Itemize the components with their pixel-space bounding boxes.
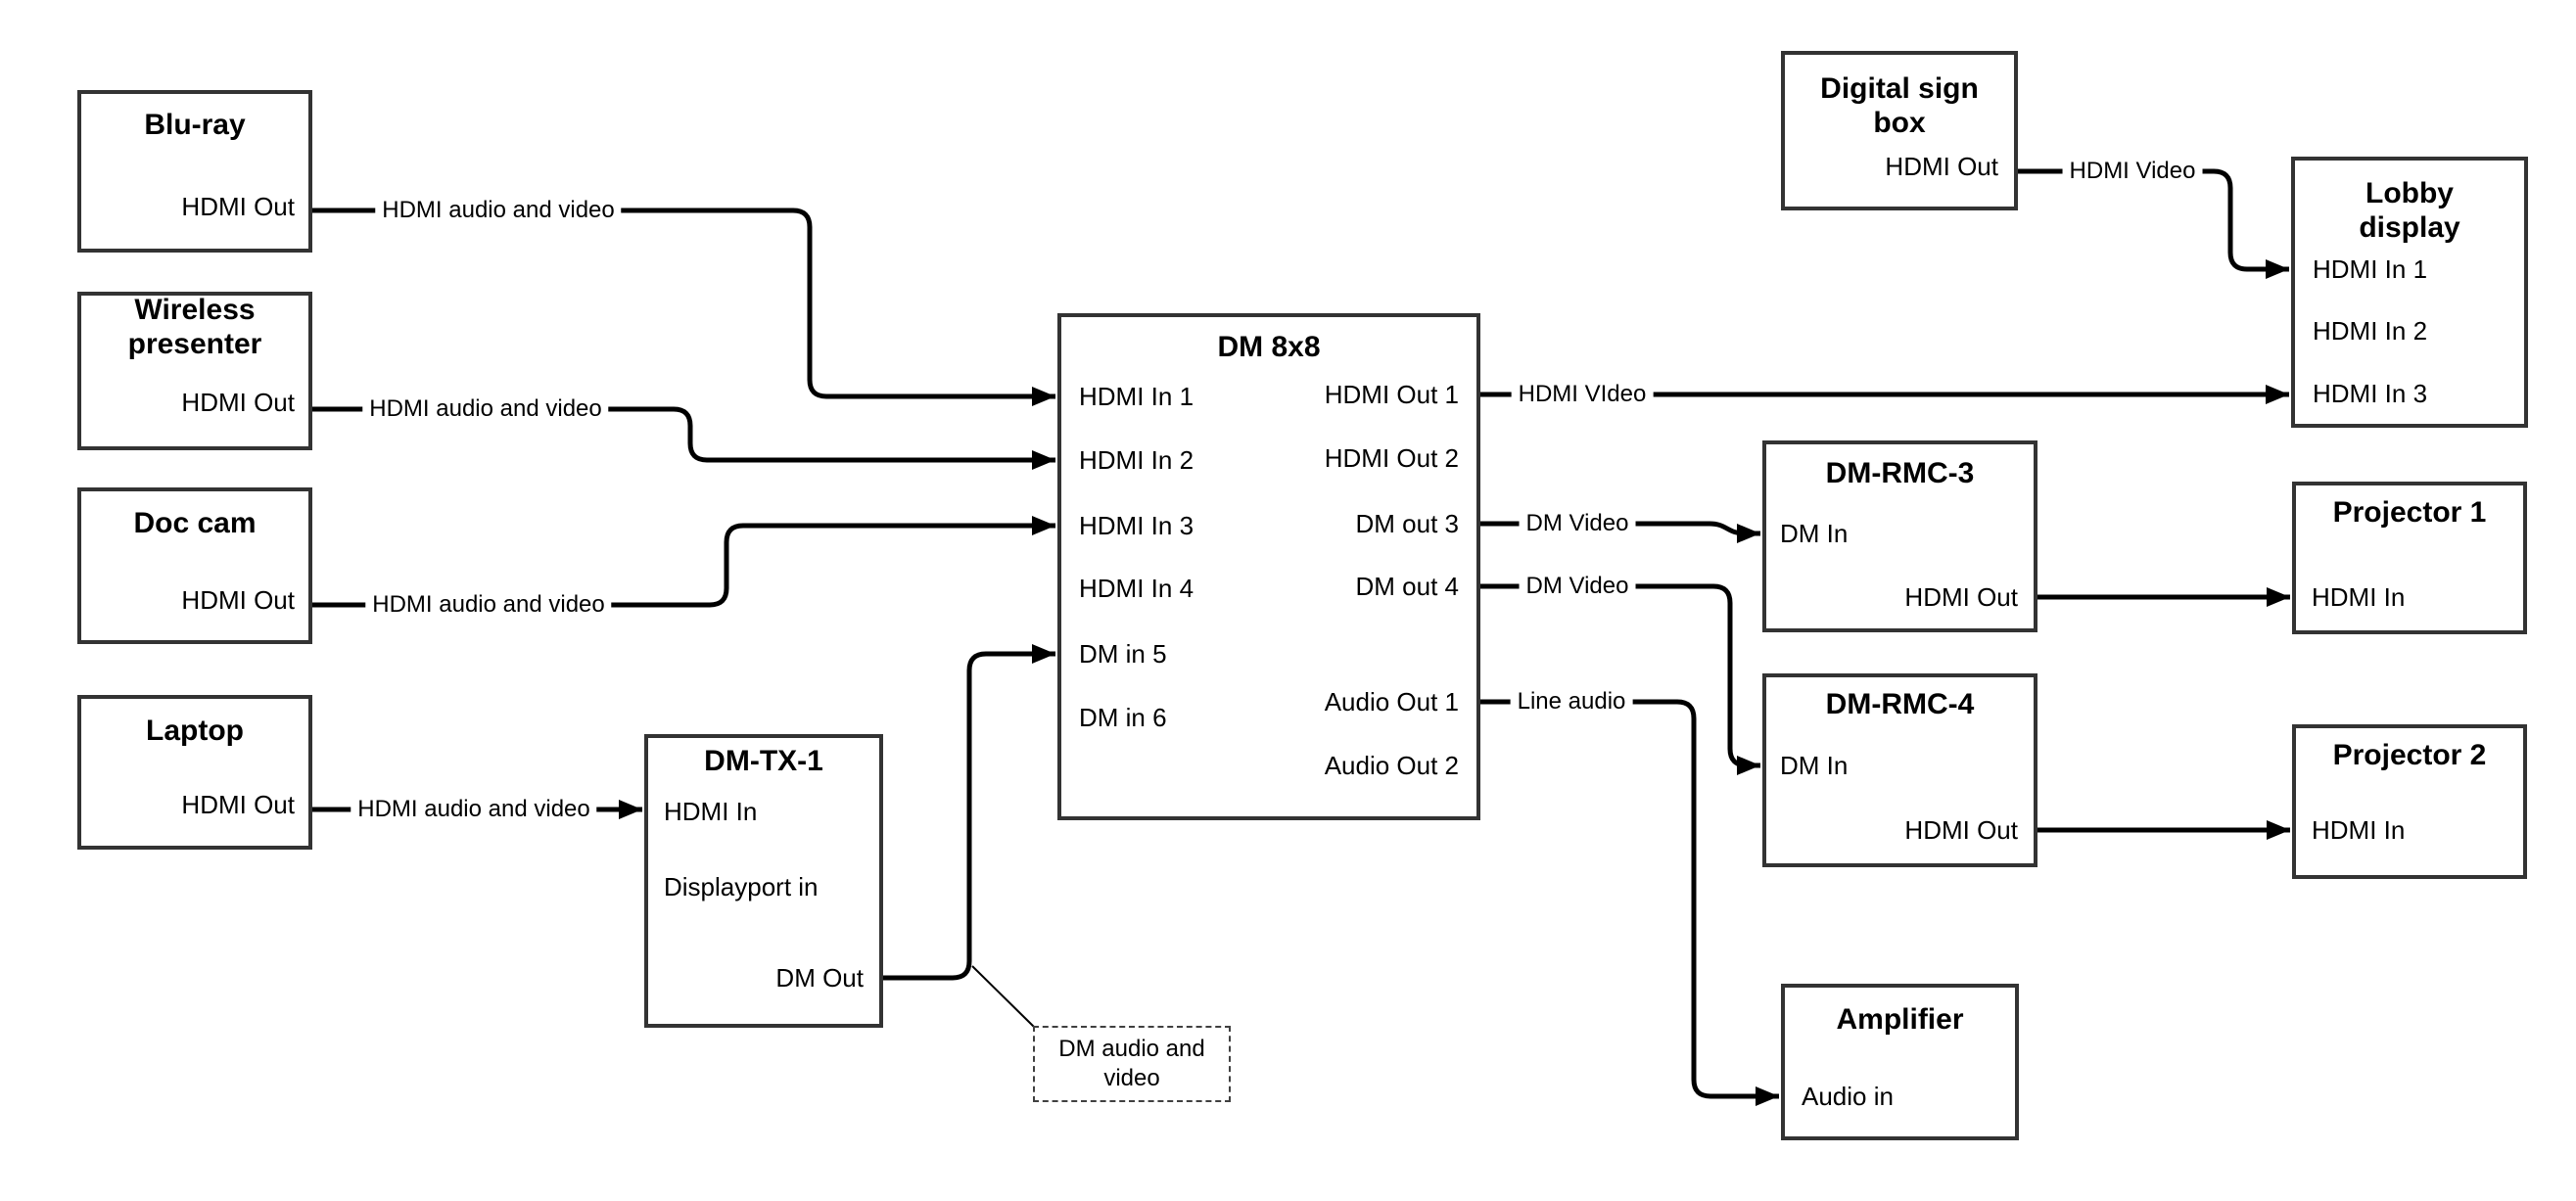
port-rmc4-dm-in: DM In	[1780, 751, 1849, 780]
port-dm8x8-hdmi-out-2: HDMI Out 2	[1324, 443, 1459, 473]
node-lobby-display: Lobby display HDMI In 1 HDMI In 2 HDMI I…	[2291, 157, 2528, 428]
connector-dm8x8-audio-out-1-to-amplifier	[1480, 699, 1779, 1106]
node-projector-1: Projector 1 HDMI In	[2292, 482, 2527, 634]
connector-bluray-to-dm8x8-hdmi-in-1	[312, 208, 1055, 406]
port-dm8x8-hdmi-out-1: HDMI Out 1	[1324, 380, 1459, 409]
edge-label-doccam-to-dm8x8: HDMI audio and video	[365, 591, 612, 619]
node-laptop: Laptop HDMI Out	[77, 695, 312, 850]
connector-wireless-to-dm8x8-hdmi-in-2	[312, 406, 1055, 470]
port-dmtx1-hdmi-in: HDMI In	[664, 797, 758, 826]
port-wireless-hdmi-out: HDMI Out	[181, 388, 295, 417]
port-dm8x8-audio-out-2: Audio Out 2	[1324, 751, 1459, 780]
port-dm8x8-dm-in-5: DM in 5	[1079, 639, 1167, 669]
port-dmtx1-displayport-in: Displayport in	[664, 872, 819, 901]
edge-label-dmout3-to-rmc3: DM Video	[1519, 510, 1636, 537]
callout-dm-audio-and-video: DM audio and video	[1033, 1026, 1231, 1102]
node-dm8x8: DM 8x8 HDMI In 1 HDMI In 2 HDMI In 3 HDM…	[1057, 313, 1480, 820]
node-dmtx1-title: DM-TX-1	[704, 745, 823, 777]
port-laptop-hdmi-out: HDMI Out	[181, 790, 295, 819]
port-amplifier-audio-in: Audio in	[1802, 1082, 1894, 1111]
connector-doccam-to-dm8x8-hdmi-in-3	[312, 516, 1055, 608]
port-projector1-hdmi-in: HDMI In	[2312, 582, 2406, 612]
node-amplifier: Amplifier Audio in	[1781, 984, 2019, 1140]
port-dmtx1-dm-out: DM Out	[775, 963, 864, 993]
node-laptop-title: Laptop	[146, 715, 244, 747]
node-wireless-presenter-title: Wireless presenter	[127, 294, 262, 360]
port-dm8x8-dm-out-4: DM out 4	[1355, 572, 1460, 601]
port-dm8x8-dm-in-6: DM in 6	[1079, 703, 1167, 732]
edge-label-digitalsign-to-lobby: HDMI Video	[2062, 158, 2203, 185]
edge-label-bluray-to-dm8x8: HDMI audio and video	[375, 197, 622, 224]
port-rmc4-hdmi-out: HDMI Out	[1904, 815, 2018, 845]
node-doccam-title: Doc cam	[133, 507, 257, 539]
node-dm-rmc-3-title: DM-RMC-3	[1825, 457, 1975, 489]
connector-digitalsign-to-lobby-hdmi-in-1	[2018, 168, 2289, 279]
node-lobby-display-title: Lobby display	[2359, 177, 2460, 244]
node-projector-2-title: Projector 2	[2332, 739, 2487, 771]
port-dm8x8-hdmi-in-4: HDMI In 4	[1079, 574, 1194, 603]
port-doccam-hdmi-out: HDMI Out	[181, 585, 295, 615]
connector-dm8x8-dm-out-3-to-rmc3-dm-in	[1480, 521, 1760, 543]
edge-label-laptop-to-dmtx1: HDMI audio and video	[351, 796, 597, 823]
port-dm8x8-hdmi-in-1: HDMI In 1	[1079, 382, 1194, 411]
edge-label-hdmiout1-to-lobby: HDMI VIdeo	[1511, 381, 1654, 408]
node-bluray: Blu-ray HDMI Out	[77, 90, 312, 253]
connector-dm8x8-dm-out-4-to-rmc4-dm-in	[1480, 583, 1760, 775]
node-wireless-presenter: Wireless presenter HDMI Out	[77, 292, 312, 450]
port-lobby-hdmi-in-2: HDMI In 2	[2313, 316, 2428, 346]
node-projector-2: Projector 2 HDMI In	[2292, 724, 2527, 879]
edge-label-audioout1-to-amplifier: Line audio	[1510, 688, 1633, 716]
port-dm8x8-dm-out-3: DM out 3	[1355, 509, 1460, 538]
edge-label-wireless-to-dm8x8: HDMI audio and video	[362, 395, 609, 423]
node-digital-sign-box: Digital sign box HDMI Out	[1781, 51, 2018, 210]
connector-dmtx1-to-dm8x8-dm-in-5	[883, 644, 1055, 981]
callout-leader-line	[971, 965, 1036, 1029]
port-projector2-hdmi-in: HDMI In	[2312, 815, 2406, 845]
port-dm8x8-audio-out-1: Audio Out 1	[1324, 687, 1459, 716]
port-bluray-hdmi-out: HDMI Out	[181, 192, 295, 221]
port-lobby-hdmi-in-1: HDMI In 1	[2313, 254, 2428, 284]
node-amplifier-title: Amplifier	[1836, 1003, 1964, 1036]
node-dm-rmc-3: DM-RMC-3 DM In HDMI Out	[1762, 440, 2037, 632]
port-rmc3-dm-in: DM In	[1780, 519, 1849, 548]
port-dm8x8-hdmi-in-2: HDMI In 2	[1079, 445, 1194, 475]
port-rmc3-hdmi-out: HDMI Out	[1904, 582, 2018, 612]
node-dm8x8-title: DM 8x8	[1217, 331, 1321, 363]
node-digital-sign-box-title: Digital sign box	[1820, 72, 1979, 139]
node-dm-rmc-4: DM-RMC-4 DM In HDMI Out	[1762, 673, 2037, 867]
node-dmtx1: DM-TX-1 HDMI In Displayport in DM Out	[644, 734, 883, 1028]
node-bluray-title: Blu-ray	[144, 109, 246, 141]
port-digital-sign-hdmi-out: HDMI Out	[1885, 152, 1998, 181]
node-projector-1-title: Projector 1	[2332, 496, 2487, 529]
port-dm8x8-hdmi-in-3: HDMI In 3	[1079, 511, 1194, 540]
port-lobby-hdmi-in-3: HDMI In 3	[2313, 379, 2428, 408]
node-dm-rmc-4-title: DM-RMC-4	[1825, 688, 1975, 720]
node-doccam: Doc cam HDMI Out	[77, 487, 312, 644]
edge-label-dmout4-to-rmc4: DM Video	[1519, 573, 1636, 600]
